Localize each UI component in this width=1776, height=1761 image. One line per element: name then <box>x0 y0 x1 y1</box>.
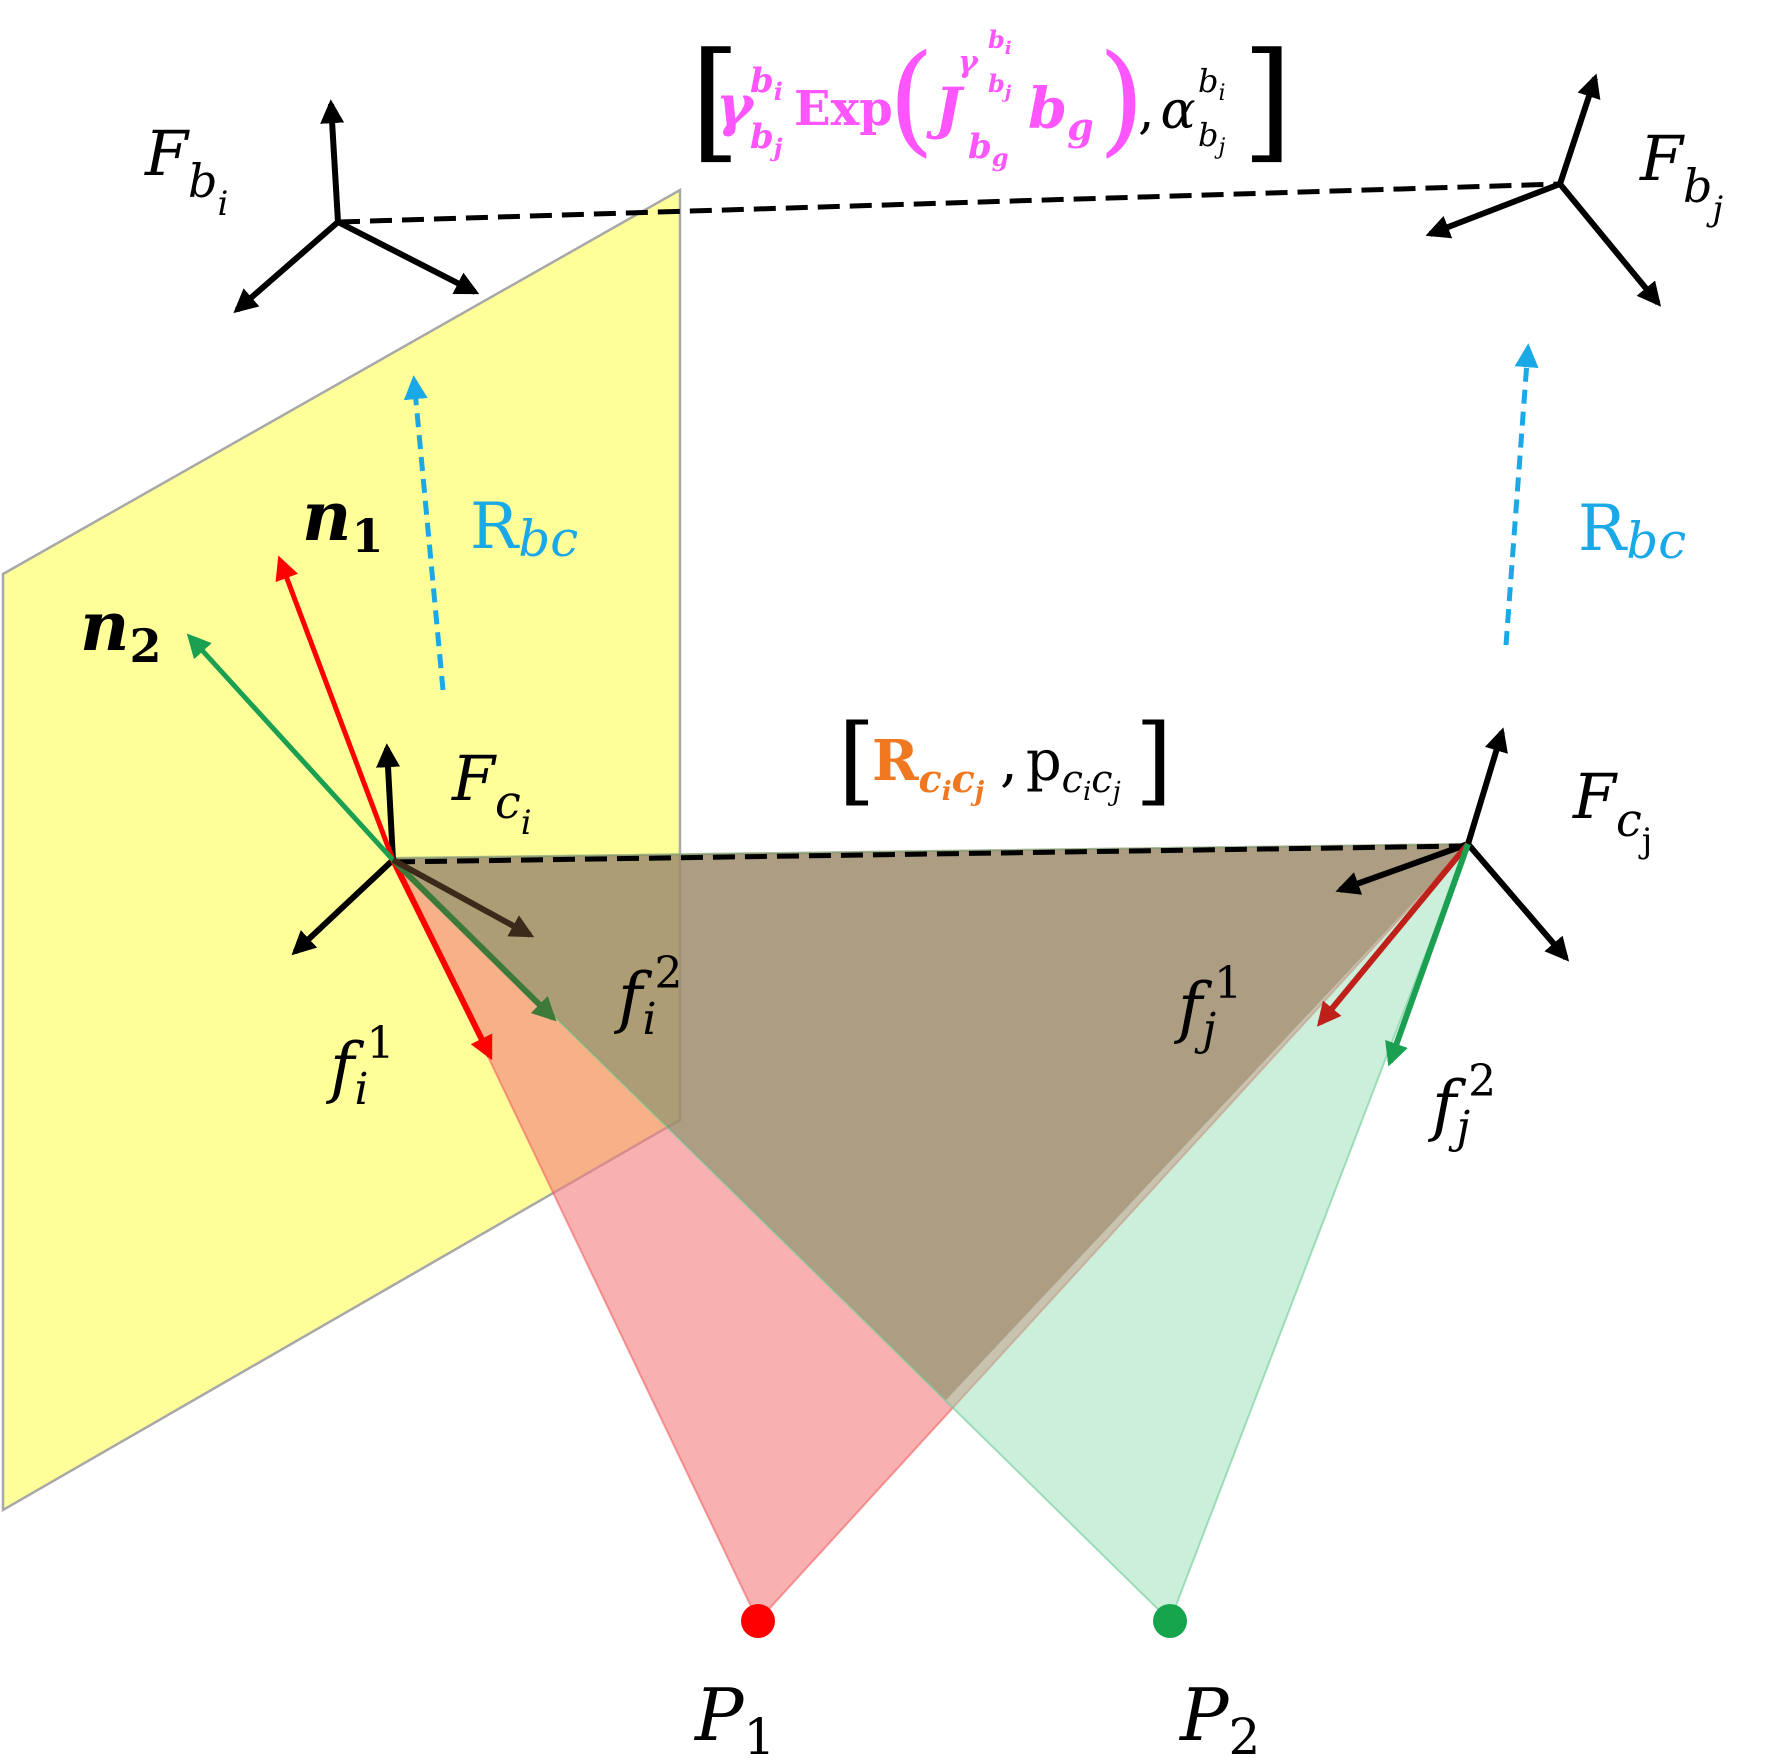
overlap-triangle <box>393 844 1468 1400</box>
label-point-p1: P1 <box>693 1673 775 1756</box>
svg-text:γ: γ <box>716 73 756 139</box>
svg-text:]: ] <box>1242 24 1293 176</box>
camera-baseline <box>392 843 1469 865</box>
svg-text:]: ] <box>1135 704 1172 816</box>
svg-text:): ) <box>1098 30 1145 169</box>
relative-camera-pose-label: [ Rcicj ,pcicj ] <box>838 704 1172 816</box>
svg-text:bg: bg <box>968 127 1009 172</box>
label-rbc-right: Rbc <box>1578 492 1686 570</box>
imu-preintegration-label: [ γ bi bj Exp ( J bg γ bi bj bg ) ,α bi … <box>690 24 1293 176</box>
body-baseline <box>337 181 1561 225</box>
normal-n1-arrow <box>275 555 396 861</box>
camera-frame-j-axes <box>1335 727 1570 962</box>
label-bearing-fi2: fi2 <box>613 948 683 1045</box>
label-camera-frame-j: Fcj <box>1572 760 1652 861</box>
svg-text:(: ( <box>888 30 935 169</box>
rbc-arrow-left <box>403 375 446 691</box>
svg-text:Rcicj: Rcicj <box>872 728 985 807</box>
normal-n2-arrow <box>186 633 395 862</box>
label-bearing-fj2: fj2 <box>1427 1056 1496 1153</box>
svg-text:bj: bj <box>750 117 783 162</box>
label-camera-frame-i: Fci <box>451 742 532 843</box>
bearing-fi2-arrow <box>390 857 557 1022</box>
svg-text:,α: ,α <box>1138 81 1196 141</box>
svg-text:[: [ <box>838 704 875 816</box>
svg-text:,pcicj: ,pcicj <box>1000 729 1121 807</box>
body-frame-j-axes <box>1425 73 1662 307</box>
body-frame-i-axes <box>233 99 480 314</box>
svg-text:[: [ <box>690 24 741 176</box>
svg-text:Exp: Exp <box>794 81 893 137</box>
green-projection-triangle <box>390 842 1470 1623</box>
label-body-frame-j: Fbj <box>1639 122 1723 229</box>
svg-text:γ: γ <box>958 45 979 80</box>
image-plane <box>1 187 682 1513</box>
svg-text:bj: bj <box>988 69 1012 103</box>
rbc-arrow-right <box>1503 343 1539 646</box>
label-normal-n1: n1 <box>302 477 383 563</box>
label-normal-n2: n2 <box>80 587 161 673</box>
svg-text:bi: bi <box>750 61 783 106</box>
camera-frame-i-axes <box>291 743 401 956</box>
point-p1 <box>741 1604 775 1638</box>
svg-text:bj: bj <box>1198 116 1225 160</box>
point-p2 <box>1153 1604 1187 1638</box>
bearing-fi1-arrow <box>390 858 493 1061</box>
svg-text:bi: bi <box>988 25 1012 59</box>
axis-ci-brown-arrow <box>391 857 535 938</box>
label-point-p2: P2 <box>1178 1673 1260 1756</box>
label-rbc-left: Rbc <box>470 490 578 568</box>
bearing-fj1-arrow <box>1316 842 1471 1027</box>
bearing-fj2-arrow <box>1385 842 1471 1067</box>
svg-text:bg: bg <box>1028 76 1094 149</box>
label-body-frame-i: Fbi <box>144 117 228 224</box>
svg-text:bi: bi <box>1198 62 1226 106</box>
